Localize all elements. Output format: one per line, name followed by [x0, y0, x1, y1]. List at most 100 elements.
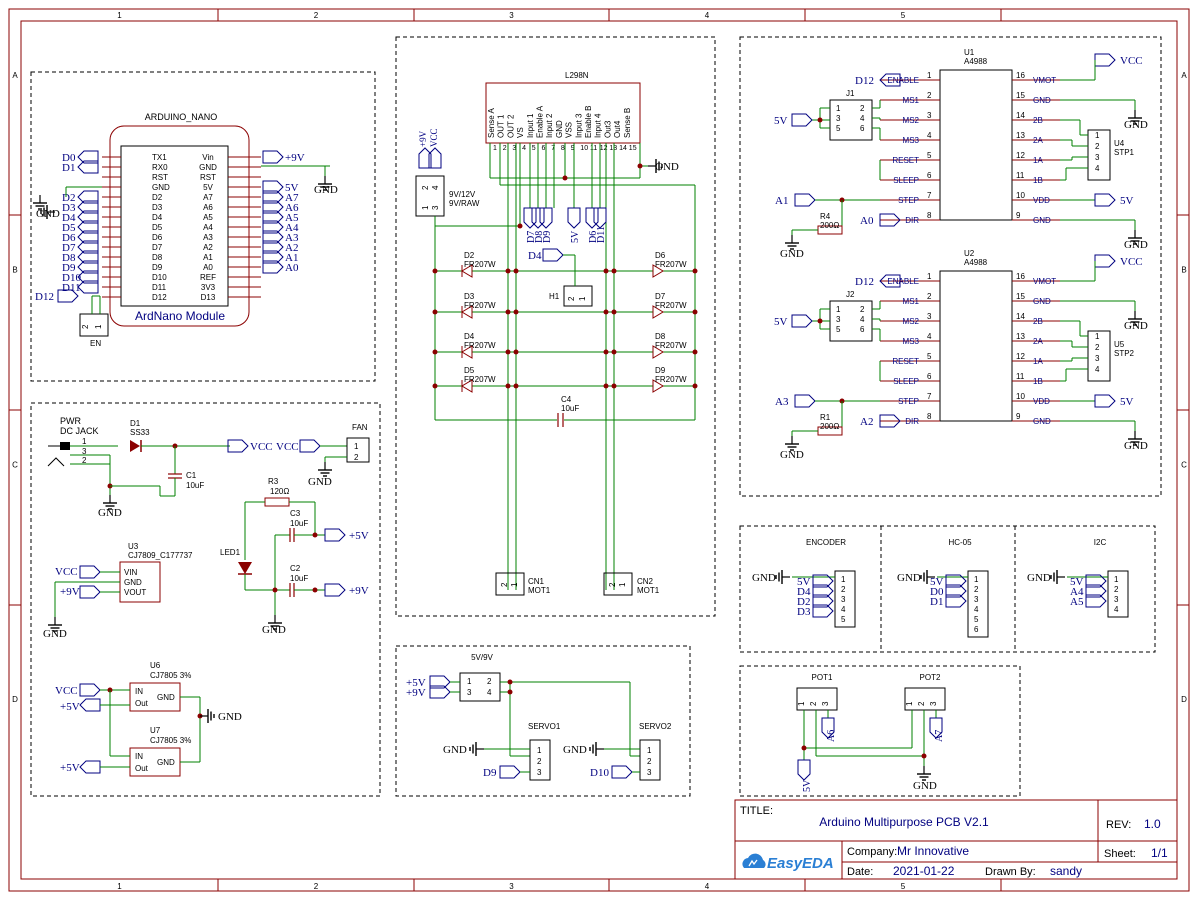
driver-dir-net: A2	[860, 416, 873, 428]
driver-left-pin: RESET	[892, 357, 919, 366]
l298-9v-net: +9V	[418, 130, 428, 147]
driver-gnd-label2: GND	[1124, 440, 1148, 452]
frame-col-3: 3	[509, 11, 514, 20]
ard-right-net: A6	[285, 202, 299, 214]
stp-pin: 1	[1095, 332, 1100, 341]
driver-left-pin: MS3	[903, 337, 920, 346]
s2-gnd: GND	[563, 744, 587, 756]
jack-label-2: DC JACK	[60, 426, 99, 436]
driver-ref: U1	[964, 48, 975, 57]
a4988-driver-u1: U1A4988ENABLE1MS12MS23MS34RESET5SLEEP6ST…	[774, 48, 1148, 260]
driver-left-pin: MS2	[903, 317, 920, 326]
ard-right-pin: REF	[200, 273, 216, 282]
driver-right-pin: VDD	[1033, 196, 1050, 205]
pot-pin: 2	[809, 701, 818, 706]
s1-pin-1: 1	[537, 746, 542, 755]
ard-left-net: D3	[62, 202, 76, 214]
driver-left-pin: STEP	[898, 196, 919, 205]
driver-left-num: 6	[927, 171, 932, 180]
header-pin: 3	[974, 595, 979, 604]
l298-pin-num: 4	[522, 145, 526, 152]
r3-val: 120Ω	[270, 487, 289, 496]
d1-part: SS33	[130, 428, 150, 437]
u6-out-net: +5V	[60, 701, 80, 713]
ard-left-net: D6	[62, 232, 76, 244]
ard-left-net: D10	[62, 272, 81, 284]
ard-right-pin: D13	[201, 293, 216, 302]
driver-right-pin: 2B	[1033, 317, 1043, 326]
arduino-nano-module: ARDUINO_NANO ArdNano Module TX1D0RX0D1RS…	[32, 112, 338, 348]
header-pin: 4	[841, 605, 846, 614]
frame-row-A: A	[12, 71, 18, 80]
driver-right-num: 11	[1016, 171, 1025, 180]
driver-right-num: 14	[1016, 111, 1025, 120]
svg-text:1: 1	[510, 582, 519, 587]
driver-res-gnd: GND	[780, 449, 804, 461]
driver-res-val: 200Ω	[820, 422, 839, 431]
svg-text:3: 3	[431, 205, 440, 210]
l298-diode-left-part: FR207W	[464, 301, 496, 310]
u6-ref: U6	[150, 661, 161, 670]
ard-right-net: A5	[285, 212, 299, 224]
frame-row-right-D: D	[1181, 695, 1187, 704]
ard-left-pin: D5	[152, 223, 163, 232]
pot2-label: POT2	[920, 673, 941, 682]
driver-right-num: 9	[1016, 412, 1021, 421]
driver-5v-net: 5V	[774, 316, 788, 328]
reg-gnd: GND	[218, 711, 242, 723]
fan-label: FAN	[352, 423, 368, 432]
c2-val: 10uF	[290, 574, 308, 583]
ard-right-pin: GND	[199, 163, 217, 172]
driver-left-num: 5	[927, 151, 932, 160]
ard-left-net: D4	[62, 212, 76, 224]
header-pin: 4	[974, 605, 979, 614]
ard-left-pin: RX0	[152, 163, 168, 172]
a4988-driver-u2: U2A4988ENABLE1MS12MS23MS34RESET5SLEEP6ST…	[774, 249, 1148, 461]
l298-pin: Sense B	[623, 108, 632, 138]
u3-part: CJ7809_C177737	[128, 551, 193, 560]
driver-enable-net: D12	[855, 276, 874, 288]
driver-left-pin: MS3	[903, 136, 920, 145]
driver-right-num: 16	[1016, 71, 1025, 80]
header-pin: 5	[841, 615, 846, 624]
l298-diode-left-part: FR207W	[464, 375, 496, 384]
d12-net: D12	[35, 291, 54, 303]
header-net: 5V	[797, 576, 811, 588]
u7-gnd: GND	[157, 758, 175, 767]
header-gnd: GND	[897, 572, 921, 584]
driver-left-pin: MS1	[903, 297, 920, 306]
l298-pin: GND	[555, 120, 564, 138]
l298-pin: Input 4	[594, 113, 603, 138]
frame-col-4: 4	[705, 11, 710, 20]
ard-left-net: D8	[62, 252, 76, 264]
i2c-title: I2C	[1094, 538, 1107, 547]
l298-sig-net: D8	[534, 231, 545, 243]
servo2-label: SERVO2	[639, 722, 672, 731]
pot-pin: 3	[929, 701, 938, 706]
svg-text:4: 4	[431, 185, 440, 190]
l298-vcc-net: VCC	[429, 128, 439, 147]
driver-left-num: 4	[927, 131, 932, 140]
s2-pin-1: 1	[647, 746, 652, 755]
c2-ref: C2	[290, 564, 301, 573]
ard-right-net: A3	[285, 232, 299, 244]
driver-left-num: 4	[927, 332, 932, 341]
pot-pin: 2	[917, 701, 926, 706]
header-pin: 3	[841, 595, 846, 604]
svg-text:1: 1	[578, 296, 587, 301]
s2-pin-3: 3	[647, 768, 652, 777]
header-pin: 1	[974, 575, 979, 584]
header-pin: 2	[974, 585, 979, 594]
l298-diode-left-ref: D3	[464, 292, 475, 301]
ard-right-pin: A1	[203, 253, 213, 262]
stp-name: STP2	[1114, 349, 1135, 358]
driver-step-net: A3	[775, 396, 789, 408]
l298-pin: Out4	[613, 120, 622, 138]
sj-pin-3: 3	[467, 688, 472, 697]
driver-enable-net: D12	[855, 75, 874, 87]
l298-sig-net: 5V	[570, 230, 581, 243]
driver-gnd-label2: GND	[1124, 239, 1148, 251]
driver-res-gnd: GND	[780, 248, 804, 260]
r3-ref: R3	[268, 477, 279, 486]
